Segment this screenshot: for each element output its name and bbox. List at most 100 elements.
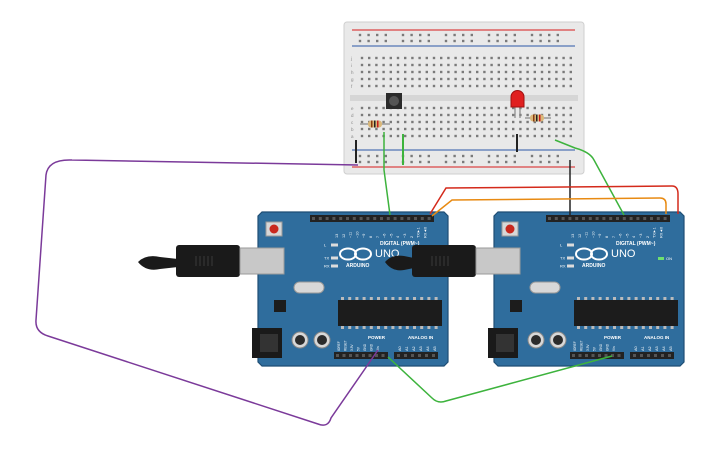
chip-pin xyxy=(605,297,609,300)
led[interactable] xyxy=(510,90,525,118)
breadboard-hole xyxy=(497,134,500,138)
analog-pin-label: A0 xyxy=(398,346,402,351)
breadboard-hole xyxy=(548,56,551,60)
rail-hole xyxy=(376,154,379,158)
analog-header xyxy=(394,352,438,359)
breadboard-hole xyxy=(555,63,558,67)
rail-hole xyxy=(376,160,379,164)
breadboard-hole xyxy=(404,120,407,124)
breadboard-hole xyxy=(555,120,558,124)
wire-red-serial[interactable] xyxy=(429,185,679,215)
chip-pin xyxy=(420,326,424,329)
breadboard-hole xyxy=(382,113,385,117)
rail-hole xyxy=(427,33,430,37)
header-pin xyxy=(572,354,575,357)
header-pin xyxy=(427,217,431,220)
breadboard-hole xyxy=(540,77,544,81)
breadboard-hole xyxy=(490,77,493,81)
breadboard-hole xyxy=(483,120,486,124)
resistor-band xyxy=(533,114,535,122)
breadboard-hole xyxy=(432,134,436,138)
resistor-1[interactable] xyxy=(360,120,390,128)
voltage-regulator xyxy=(510,300,522,312)
rail-hole xyxy=(556,154,559,158)
breadboard-hole xyxy=(382,63,385,67)
breadboard-hole xyxy=(512,120,515,124)
usb-cable-right[interactable] xyxy=(385,245,521,277)
usb-cable-left[interactable] xyxy=(138,245,285,277)
wire-green-button[interactable] xyxy=(383,132,391,216)
header-pin xyxy=(598,354,601,357)
digital-label: DIGITAL (PWM~) xyxy=(616,241,656,247)
digital-pin-label: RX◄0 xyxy=(423,227,427,238)
chip-pin xyxy=(413,297,416,300)
breadboard-hole xyxy=(432,77,436,81)
breadboard-hole xyxy=(468,113,472,117)
rail-hole xyxy=(539,160,542,164)
breadboard-hole xyxy=(382,77,385,81)
breadboard-hole xyxy=(411,127,414,131)
breadboard-hole xyxy=(548,106,551,110)
rail-hole xyxy=(530,33,534,37)
digital-pin-label: ~6 xyxy=(619,234,623,238)
breadboard-hole xyxy=(468,120,472,124)
chip-pin xyxy=(355,297,359,300)
header-pin xyxy=(336,354,339,357)
digital-pin-label: ~10 xyxy=(591,232,595,238)
breadboard-hole xyxy=(418,106,421,110)
breadboard-hole xyxy=(476,84,479,88)
reset-button[interactable] xyxy=(505,224,515,234)
breadboard-hole xyxy=(454,127,457,131)
rail-hole xyxy=(384,33,387,37)
breadboard-hole xyxy=(519,134,522,138)
breadboard-hole xyxy=(461,56,464,60)
breadboard-hole xyxy=(562,106,565,110)
breadboard-hole xyxy=(396,70,400,74)
breadboard-hole xyxy=(490,84,493,88)
rail-hole xyxy=(487,39,491,43)
breadboard-hole xyxy=(519,84,522,88)
analog-pin-label: A1 xyxy=(405,346,409,351)
breadboard-hole xyxy=(497,106,500,110)
wire-purple-loop[interactable] xyxy=(35,159,379,426)
power-header xyxy=(334,352,388,359)
rail-hole xyxy=(496,33,499,37)
wire-green-led[interactable] xyxy=(554,139,625,216)
rail-hole xyxy=(453,154,456,158)
breadboard-hole xyxy=(425,120,428,124)
wire-orange-serial[interactable] xyxy=(431,197,667,217)
breadboard-hole xyxy=(562,113,565,117)
breadboard-hole xyxy=(440,120,443,124)
reset-button[interactable] xyxy=(269,224,279,234)
breadboard-hole xyxy=(461,134,464,138)
rail-hole xyxy=(505,154,508,158)
breadboard-hole xyxy=(555,70,558,74)
breadboard-hole xyxy=(490,63,493,67)
breadboard-hole xyxy=(490,120,493,124)
digital-pin-label: 2 xyxy=(410,236,414,238)
breadboard-hole xyxy=(425,113,428,117)
rail-hole xyxy=(358,154,362,158)
digital-pin-label: ~9 xyxy=(598,234,602,238)
rail-hole xyxy=(539,39,542,43)
breadboard-hole xyxy=(569,127,572,131)
breadboard-hole xyxy=(440,127,443,131)
breadboard-hole xyxy=(526,63,529,67)
rail-hole xyxy=(384,160,387,164)
resistor-2[interactable] xyxy=(525,114,551,122)
breadboard-hole xyxy=(548,63,551,67)
header-pin xyxy=(393,217,397,220)
breadboard-hole xyxy=(497,56,500,60)
breadboard-hole xyxy=(389,84,392,88)
breadboard-hole xyxy=(396,127,400,131)
pushbutton[interactable] xyxy=(386,93,402,109)
digital-pin-label: ~11 xyxy=(349,232,353,238)
chip-pin xyxy=(369,297,373,300)
wire-green-ground[interactable] xyxy=(387,355,613,403)
breadboard-hole xyxy=(425,77,428,81)
breadboard-hole xyxy=(461,127,464,131)
breadboard-hole xyxy=(360,127,364,131)
